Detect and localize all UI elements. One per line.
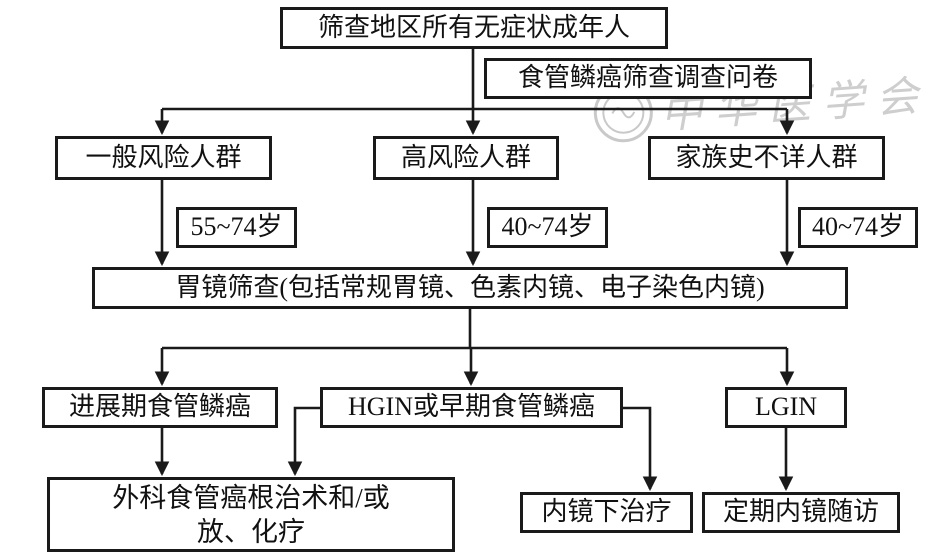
node-general-risk: 一般风险人群 — [55, 136, 272, 180]
node-age-general: 55~74岁 — [176, 207, 297, 248]
node-high-risk: 高风险人群 — [373, 136, 559, 180]
node-lgin: LGIN — [725, 387, 847, 428]
node-gastroscopy: 胃镜筛查(包括常规胃镜、色素内镜、电子染色内镜) — [92, 267, 848, 309]
node-unknown-family-history: 家族史不详人群 — [648, 136, 885, 180]
connector-hgin-to-endotreat — [623, 406, 658, 492]
node-hgin-or-early-escc: HGIN或早期食管鳞癌 — [320, 387, 623, 428]
node-advanced-escc: 进展期食管鳞癌 — [42, 387, 278, 428]
node-age-unknown: 40~74岁 — [798, 207, 918, 248]
node-surgery: 外科食管癌根治术和/或 放、化疗 — [47, 477, 455, 552]
connector-hgin-to-surgery — [287, 406, 320, 477]
node-periodic-followup: 定期内镜随访 — [702, 492, 900, 533]
node-surgery-line2: 放、化疗 — [197, 516, 305, 547]
node-surgery-line1: 外科食管癌根治术和/或 — [112, 482, 390, 513]
node-endoscopic-treatment: 内镜下治疗 — [520, 492, 693, 533]
node-age-high: 40~74岁 — [487, 207, 608, 248]
node-population: 筛查地区所有无症状成年人 — [280, 7, 668, 49]
node-questionnaire: 食管鳞癌筛查调查问卷 — [484, 58, 812, 99]
